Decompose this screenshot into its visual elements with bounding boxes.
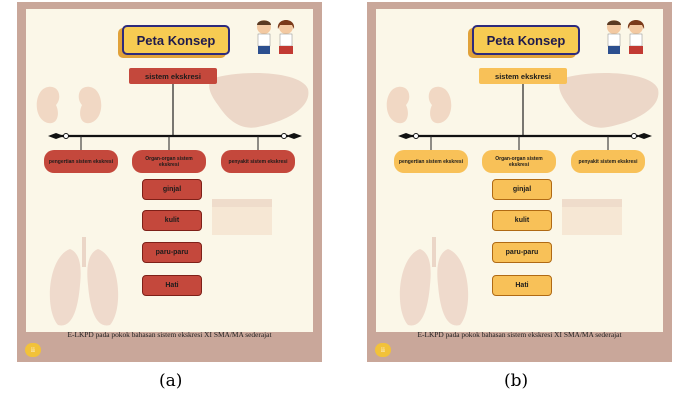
lungs-illustration bbox=[49, 237, 119, 326]
page-number-badge: ii bbox=[375, 343, 391, 357]
concept-map-page: Peta Konsep sistem ekskresi pengertian s… bbox=[376, 9, 663, 332]
leaf-node-paru-paru[interactable]: paru-paru bbox=[142, 242, 202, 263]
figure-caption-b: (b) bbox=[504, 371, 529, 391]
liver-illustration bbox=[559, 73, 659, 128]
leaf-node-hati[interactable]: Hati bbox=[492, 275, 552, 296]
root-node: sistem ekskresi bbox=[479, 68, 567, 84]
branch-node-organs: Organ-organ sistem ekskresi bbox=[482, 150, 556, 173]
figure-caption-a: (a) bbox=[159, 371, 183, 391]
connector-lines bbox=[48, 84, 302, 150]
leaf-node-ginjal[interactable]: ginjal bbox=[492, 179, 552, 200]
kidney-illustration bbox=[386, 86, 452, 124]
branch-node-diseases: penyakit sistem ekskresi bbox=[571, 150, 645, 173]
lungs-illustration bbox=[399, 237, 469, 326]
kidney-illustration bbox=[36, 86, 102, 124]
title-banner: Peta Konsep bbox=[122, 25, 230, 55]
branch-node-definition: pengertian sistem ekskresi bbox=[44, 150, 118, 173]
concept-map-panel-a: Peta Konsep sistem ekskresi pengertian s… bbox=[17, 2, 322, 362]
leaf-node-kulit[interactable]: kulit bbox=[142, 210, 202, 231]
footer-text: E-LKPD pada pokok bahasan sistem ekskres… bbox=[417, 330, 622, 339]
title-banner: Peta Konsep bbox=[472, 25, 580, 55]
footer-text: E-LKPD pada pokok bahasan sistem ekskres… bbox=[67, 330, 272, 339]
branch-node-organs: Organ-organ sistem ekskresi bbox=[132, 150, 206, 173]
branch-node-diseases: penyakit sistem ekskresi bbox=[221, 150, 295, 173]
background-organ-art bbox=[386, 73, 659, 326]
students-illustration bbox=[607, 20, 645, 54]
leaf-node-paru-paru[interactable]: paru-paru bbox=[492, 242, 552, 263]
leaf-node-hati[interactable]: Hati bbox=[142, 275, 202, 296]
concept-map-panel-b: Peta Konsep sistem ekskresi pengertian s… bbox=[367, 2, 672, 362]
branch-node-definition: pengertian sistem ekskresi bbox=[394, 150, 468, 173]
students-illustration bbox=[257, 20, 295, 54]
root-node: sistem ekskresi bbox=[129, 68, 217, 84]
skin-illustration bbox=[562, 199, 622, 235]
skin-illustration bbox=[212, 199, 272, 235]
liver-illustration bbox=[209, 73, 309, 128]
leaf-node-kulit[interactable]: kulit bbox=[492, 210, 552, 231]
connector-lines bbox=[398, 84, 652, 150]
concept-map-page: Peta Konsep sistem ekskresi pengertian s… bbox=[26, 9, 313, 332]
background-organ-art bbox=[36, 73, 309, 326]
page-number-badge: ii bbox=[25, 343, 41, 357]
leaf-node-ginjal[interactable]: ginjal bbox=[142, 179, 202, 200]
